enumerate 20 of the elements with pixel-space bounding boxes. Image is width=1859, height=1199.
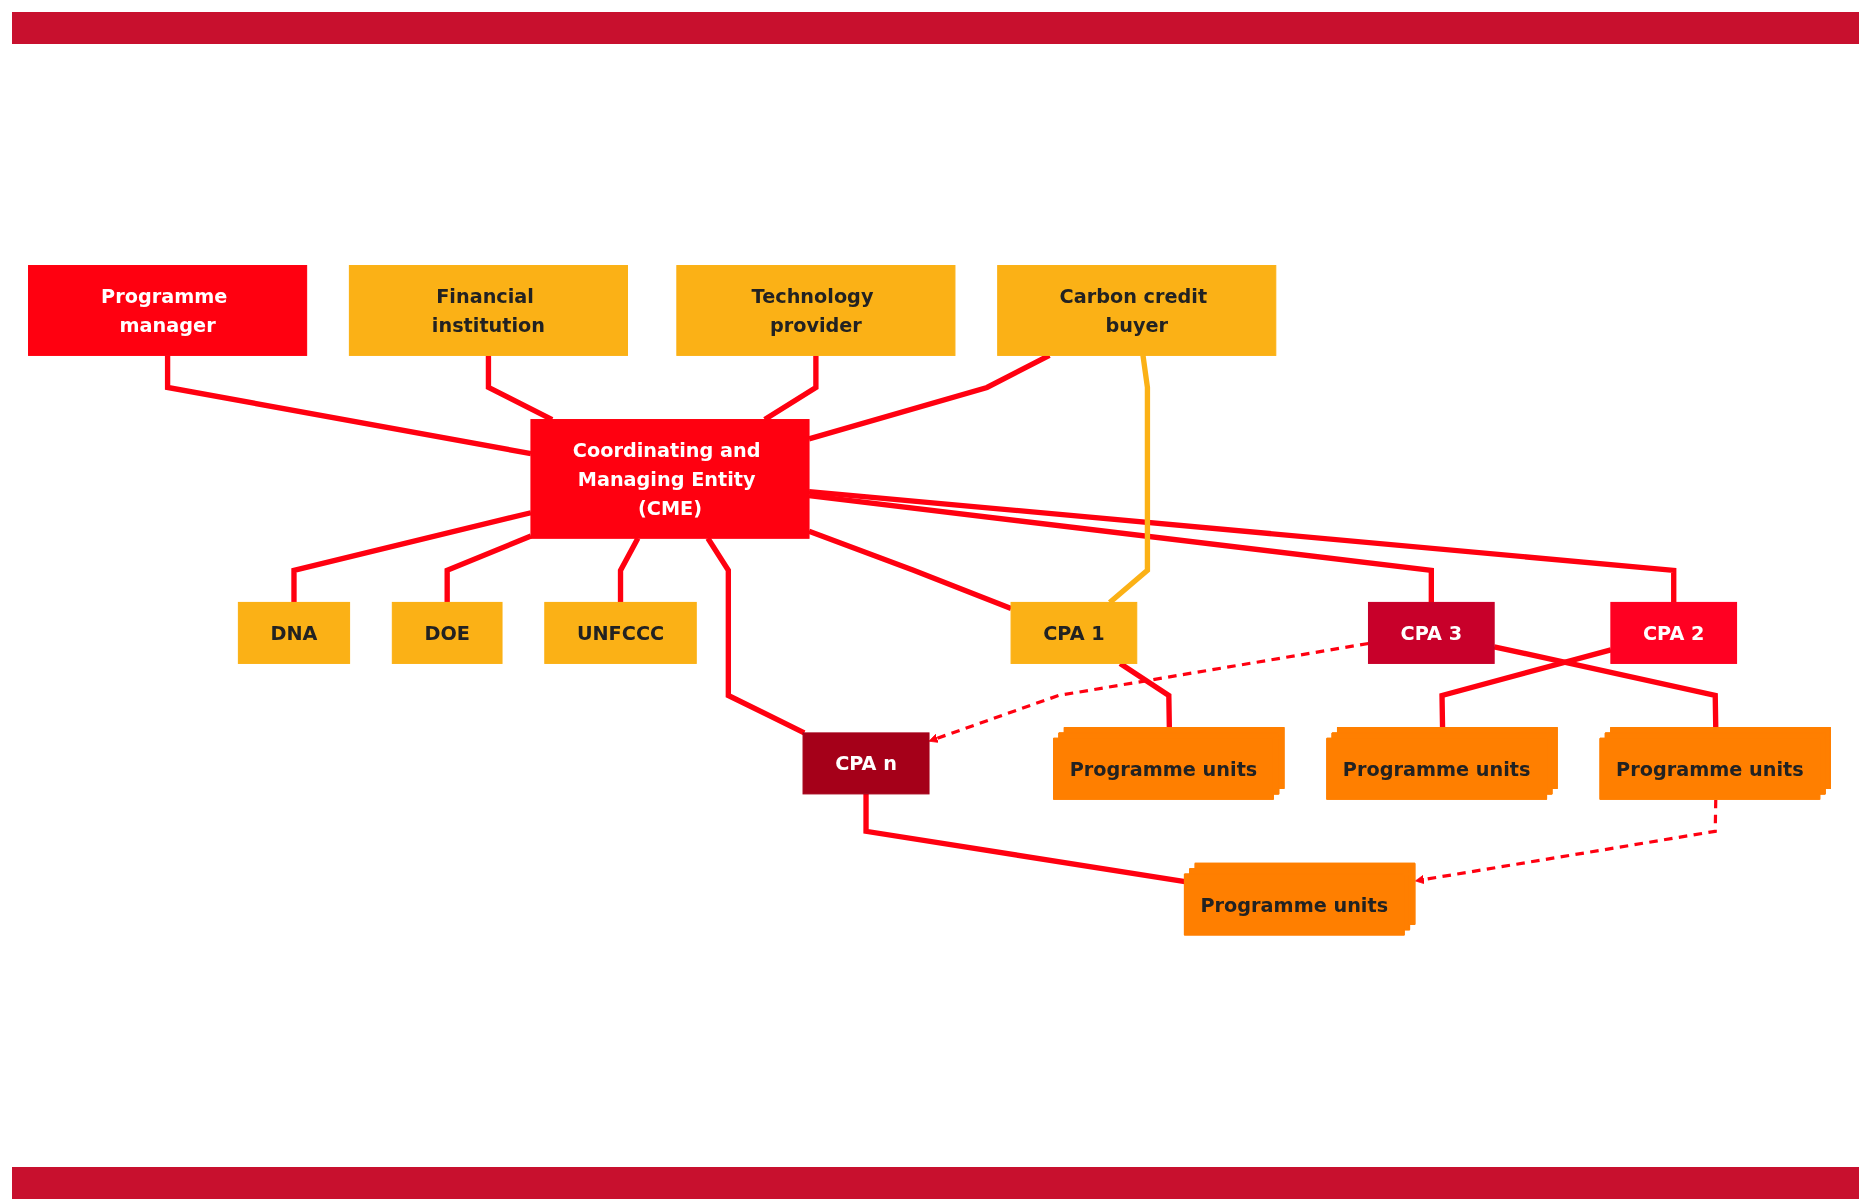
- node-box: Programme manager: [28, 264, 308, 356]
- node-box: CPA 3: [1367, 601, 1495, 664]
- node-box: UNFCCC: [544, 601, 697, 664]
- node-box: DOE: [391, 601, 503, 664]
- connector: [705, 536, 806, 735]
- connector: [617, 536, 641, 603]
- connector: [291, 509, 532, 603]
- node-box: DNA: [237, 601, 351, 664]
- node-box: Coordinating and Managing Entity (CME): [530, 418, 810, 539]
- arrow: [1415, 799, 1718, 884]
- node-box: CPA n: [802, 732, 930, 795]
- node-box: Technology provider: [676, 264, 956, 356]
- connector: [863, 793, 1186, 885]
- connector: [444, 533, 532, 603]
- header-band: [12, 12, 1859, 44]
- node-box: Financial institution: [348, 264, 628, 356]
- footer-band: [12, 1167, 1859, 1199]
- node-box: CPA 1: [1010, 601, 1138, 664]
- node-box: Carbon credit buyer: [997, 264, 1277, 356]
- node-box: CPA 2: [1610, 601, 1738, 664]
